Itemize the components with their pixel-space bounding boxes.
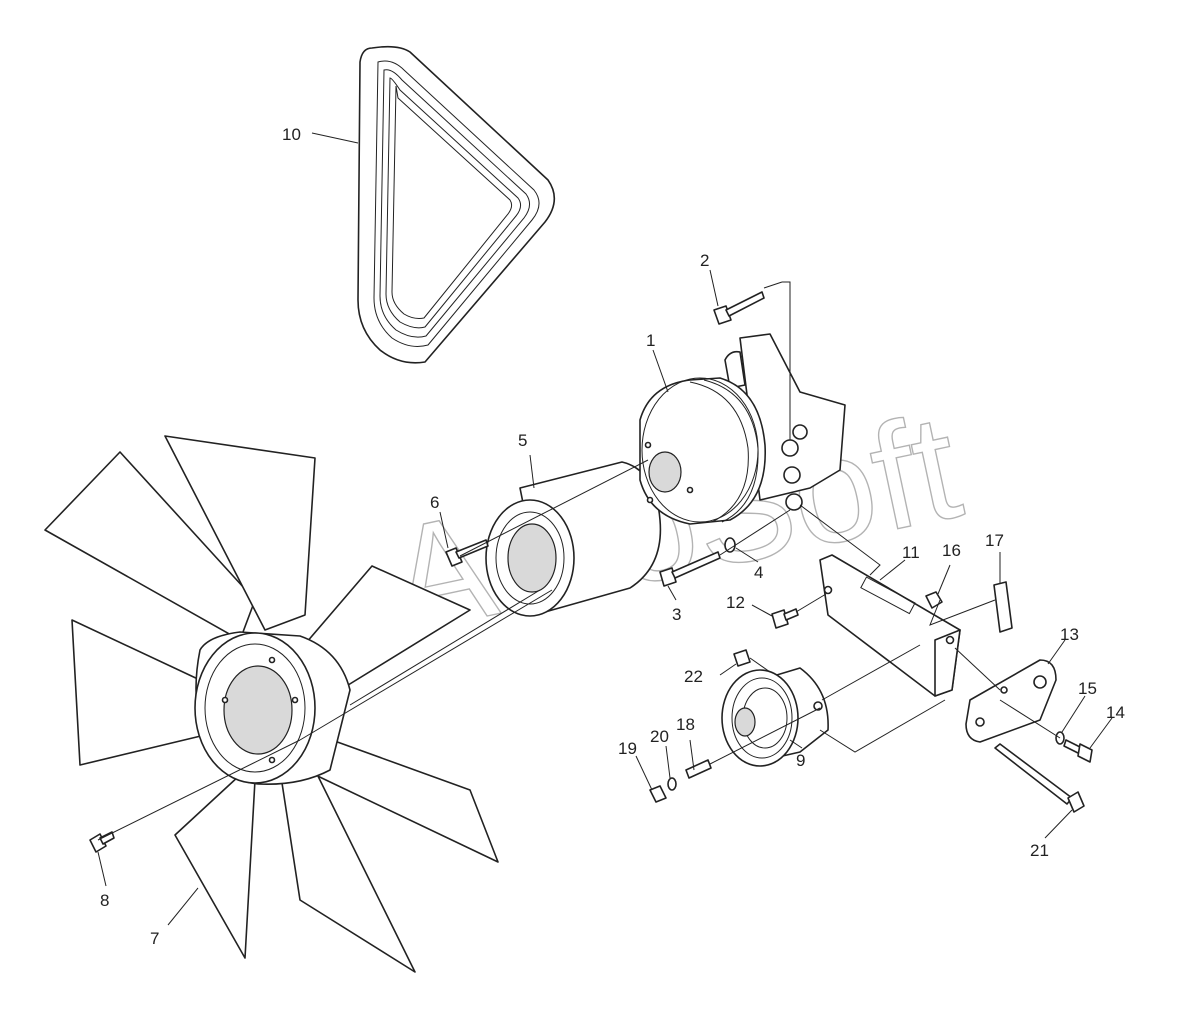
callout-9: 9 — [796, 751, 805, 770]
callout-19: 19 — [618, 739, 637, 758]
callout-6: 6 — [430, 493, 439, 512]
callout-2: 2 — [700, 251, 709, 270]
callout-18: 18 — [676, 715, 695, 734]
part-19-nut — [649, 785, 667, 803]
callout-12: 12 — [726, 593, 745, 612]
part-17-plate — [993, 581, 1013, 633]
callout-11: 11 — [902, 543, 920, 562]
part-4-washer — [724, 537, 736, 553]
part-21-long-bolt — [994, 743, 1085, 813]
part-20-washer — [667, 777, 677, 791]
part-2-pump-bolt — [713, 291, 765, 325]
callout-22: 22 — [684, 667, 703, 686]
callout-14: 14 — [1106, 703, 1125, 722]
part-9-tensioner-pulley — [721, 667, 829, 767]
callout-10: 10 — [282, 125, 301, 144]
assembly-lines — [97, 281, 1061, 841]
callout-13: 13 — [1060, 625, 1079, 644]
callout-21: 21 — [1030, 841, 1049, 860]
callout-16: 16 — [942, 541, 961, 560]
leader-lines — [97, 132, 1113, 926]
part-5-fan-spacer — [485, 461, 662, 617]
part-14-bolt — [1063, 739, 1093, 763]
callout-8: 8 — [100, 891, 109, 910]
part-11-tensioner-bracket — [819, 554, 961, 697]
part-18-stud — [685, 759, 712, 779]
part-10-drive-belt — [357, 45, 556, 364]
part-7-cooling-fan — [44, 435, 499, 973]
callout-1: 1 — [646, 331, 655, 350]
callout-7: 7 — [150, 929, 159, 948]
part-3-long-bolt — [659, 551, 721, 587]
part-12-bracket-bolt — [771, 608, 799, 629]
callout-labels: 1 2 3 4 5 6 7 8 9 10 11 12 13 14 15 16 1… — [100, 125, 1125, 948]
part-13-arm-plate — [965, 659, 1057, 743]
callout-17: 17 — [985, 531, 1004, 550]
part-8-fan-bolt — [89, 831, 115, 853]
callout-15: 15 — [1078, 679, 1097, 698]
callout-5: 5 — [518, 431, 527, 450]
callout-20: 20 — [650, 727, 669, 746]
callout-4: 4 — [754, 563, 763, 582]
part-22-nut — [733, 649, 751, 667]
callout-3: 3 — [672, 605, 681, 624]
part-1-pump-pulley-housing — [639, 333, 846, 525]
